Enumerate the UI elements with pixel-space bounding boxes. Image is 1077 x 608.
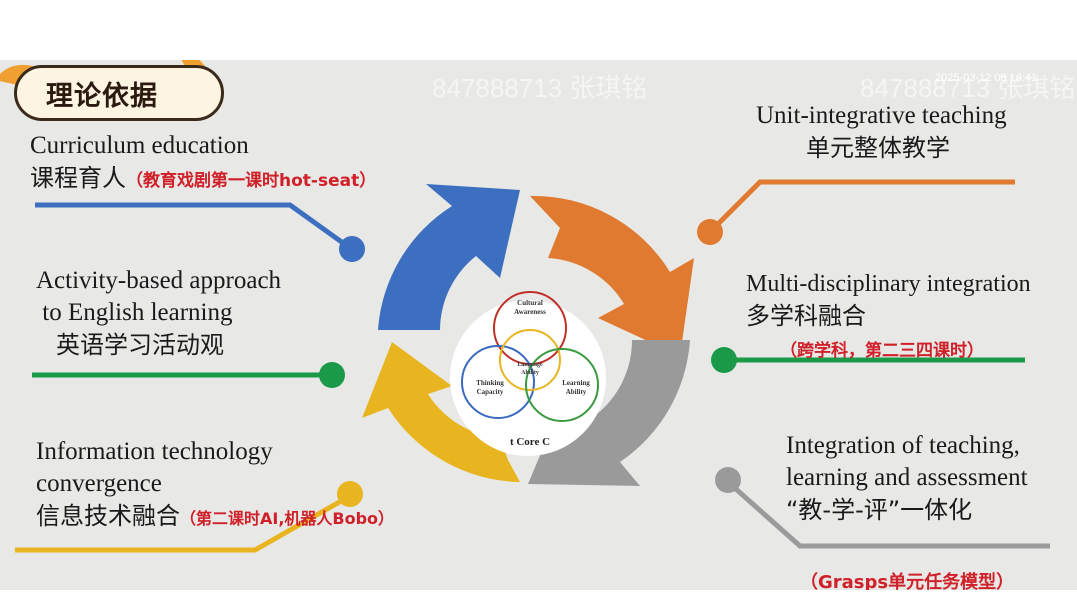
item-en-line: Integration of teaching, (786, 432, 1020, 459)
cycle-arrow-yellow (362, 342, 520, 482)
item-information-technology: Information technology convergence 信息技术融… (36, 436, 394, 532)
item-en-line: Information technology (36, 438, 273, 465)
item-cn-label: 单元整体教学 (806, 134, 950, 162)
item-note: （教育戏剧第一课时hot-seat） (126, 171, 377, 191)
item-cn-label: 课程育人 (30, 164, 126, 192)
cycle-arrows (362, 184, 694, 486)
center-disc (450, 300, 606, 456)
connectors (15, 179, 1050, 553)
item-curriculum-education: Curriculum education 课程育人（教育戏剧第一课时hot-se… (30, 130, 376, 194)
connector-dot-unit (697, 219, 723, 245)
connector-line-unit (710, 179, 1015, 232)
item-teaching-learning-assessment: Integration of teaching, learning and as… (786, 430, 1028, 526)
item-cn-label: 多学科融合 (746, 302, 866, 330)
connector-dot-curriculum (339, 236, 365, 262)
item-cn-label: 英语学习活动观 (56, 331, 224, 359)
venn-circle-learning (525, 348, 599, 422)
item-en-line: to English learning (36, 299, 233, 326)
connector-line-it (15, 493, 352, 553)
connector-line-curriculum (35, 202, 352, 251)
cycle-arrow-gray (528, 340, 690, 486)
connector-dot-multi (711, 347, 737, 373)
cycle-arrow-orange (530, 195, 694, 356)
watermark: 847888713 张琪铭 (432, 73, 648, 103)
watermark: 847888713 张琪铭 (860, 73, 1076, 103)
timestamp: 2025-03-12 08:16:41 (935, 72, 1038, 84)
section-title: 理论依据 (46, 81, 158, 112)
connector-dot-assessment (715, 467, 741, 493)
venn-circle-language (499, 329, 561, 391)
item-unit-integrative-teaching: Unit-integrative teaching 单元整体教学 (756, 100, 1007, 164)
item-en-line: convergence (36, 470, 162, 497)
center-caption: t Core C (510, 436, 550, 448)
item-en-line: Multi-disciplinary integration (746, 271, 1031, 297)
item-cn-label: “教-学-评”一体化 (786, 496, 973, 524)
cycle-arrow-blue (378, 184, 520, 330)
item-en-line: Unit-integrative teaching (756, 102, 1007, 129)
item-activity-based-approach: Activity-based approach to English learn… (36, 265, 281, 361)
item-note: （跨学科，第二三四课时） (780, 341, 984, 361)
item-en-line: learning and assessment (786, 464, 1028, 491)
item-multi-disciplinary-integration: Multi-disciplinary integration 多学科融合 （跨学… (746, 268, 1031, 361)
connector-dot-it (337, 481, 363, 507)
connector-dot-activity (319, 362, 345, 388)
item-en-line: Activity-based approach (36, 267, 282, 294)
item-note: （第二课时AI,机器人Bobo） (180, 509, 395, 528)
item-note: （Grasps单元任务模型） (800, 572, 1015, 590)
section-title-badge (14, 65, 224, 121)
slide: 847888713 张琪铭 847888713 张琪铭 2025-03-12 0… (0, 60, 1077, 590)
venn-circle-thinking (461, 345, 535, 419)
item-en-line: Curriculum education (30, 132, 249, 159)
connector-line-assessment (726, 480, 1050, 549)
item-cn-label: 信息技术融合 (36, 502, 180, 530)
